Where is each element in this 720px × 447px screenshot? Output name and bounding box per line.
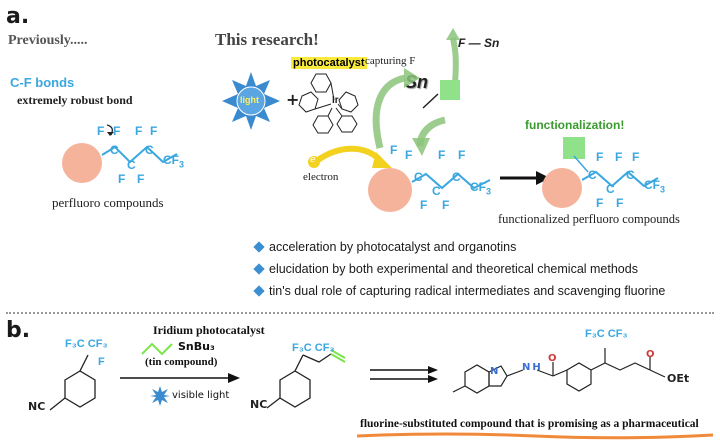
functionalization-label: functionalization! [525,118,625,132]
visible-light-icon [150,386,170,406]
mol-f-5: F [135,124,143,138]
fc-nh: N H [522,362,541,373]
functionalized-molecule [542,155,659,208]
diamond-bullet-icon [253,241,265,253]
mol-c-1: C [110,143,119,157]
mol-f-1: F [97,124,105,138]
mol-c-2: C [127,158,136,172]
ir-catalyst-structure [298,73,359,134]
radical-molecule [368,168,491,212]
pharmaceutical-compound [452,348,666,394]
rad-cf3: CF3 [470,180,492,197]
rad-f-4: F [442,198,450,212]
starting-material [49,354,96,411]
rad-f-2: F [405,148,413,162]
functionalized-label: functionalized perfluoro compounds [498,212,680,226]
mol-c-3: C [145,143,154,157]
snbu3-label: SnBu₃ [178,340,215,353]
this-research-heading: This research! [215,30,319,49]
substrate-circle [62,143,102,183]
bullet-2-text: elucidation by both experimental and the… [269,262,638,276]
sm-f: F [98,356,105,368]
allylated-product [266,349,346,409]
ir-label: Ir [332,95,339,106]
pharmaceutical-caption: fluorine-substituted compound that is pr… [360,418,699,430]
plus-sign: + [286,90,300,109]
fun-f-3: F [596,196,604,210]
robust-bond-label: extremely robust bond [17,93,133,107]
bullet-2: elucidation by both experimental and the… [253,262,638,276]
section-divider [6,312,714,314]
reaction-arrow-a [500,171,550,185]
caption-underline [356,432,714,440]
light-sun-icon [222,72,280,130]
panel-b-label: b. [6,318,31,343]
fc-o-ester: O [646,349,655,360]
f-sn-product: F — Sn [458,36,500,50]
mol-f-2: F [113,124,121,138]
fc-n-ring: N [490,366,499,377]
cf-bonds-label: C-F bonds [10,75,75,90]
mol-f-6: F [150,124,158,138]
capturing-f-label: capturing F [365,55,416,67]
diamond-bullet-icon [253,285,265,297]
iridium-label: Iridium photocatalyst [153,323,265,337]
bullet-3-text: tin's dual role of capturing radical int… [269,284,666,298]
electron-symbol: e [310,155,316,165]
allyl-group [141,342,173,356]
electron-label: electron [303,171,339,183]
sm-f3c-cf3: F₃C CF₃ [65,338,108,350]
functional-group-square [563,137,585,159]
multistep-arrows [370,366,438,383]
sm-nc: NC [28,400,46,413]
tin-compound-label: (tin compound) [145,356,218,368]
ap-f3c-cf3: F₃C CF₃ [292,342,335,354]
rad-c-1: C [414,170,423,184]
fc-oet: OEt [667,372,690,385]
fun-f-5: F [615,150,623,164]
ap-nc: NC [250,398,268,411]
fun-c-3: C [626,168,635,182]
fun-f-4: F [616,196,624,210]
rad-c-3: C [452,170,461,184]
bullet-1: acceleration by photocatalyst and organo… [253,240,517,254]
previously-heading: Previously..... [8,33,88,48]
fun-f-6: F [632,150,640,164]
bullet-1-text: acceleration by photocatalyst and organo… [269,240,517,254]
fun-c-2: C [606,182,615,196]
rad-f-1: F [390,143,398,157]
rad-f-3: F [420,198,428,212]
bullet-3: tin's dual role of capturing radical int… [253,284,666,298]
electron-arrow [308,145,392,168]
diamond-bullet-icon [253,263,265,275]
fc-o-amide: O [548,353,557,364]
rad-c-2: C [432,184,441,198]
light-label: light [240,95,259,105]
photocatalyst-label: photocatalyst [291,57,367,69]
green-square-reagent [440,80,460,100]
panel-a-label: a. [6,4,30,29]
fun-cf3: CF3 [644,178,666,195]
fc-f3c-cf3: F₃C CF₃ [585,328,628,340]
mol-cf3: CF3 [163,153,185,170]
fun-c-1: C [588,168,597,182]
rad-f-6: F [458,148,466,162]
perfluoro-compounds-label: perfluoro compounds [52,195,164,210]
green-arrows [372,28,460,156]
reaction-arrow-b1 [120,373,240,383]
rad-f-5: F [438,148,446,162]
perfluoro-molecule [62,124,178,183]
visible-light-label: visible light [172,390,230,401]
mol-f-4: F [137,172,145,186]
mol-f-3: F [118,172,126,186]
fun-f-1: F [596,150,604,164]
